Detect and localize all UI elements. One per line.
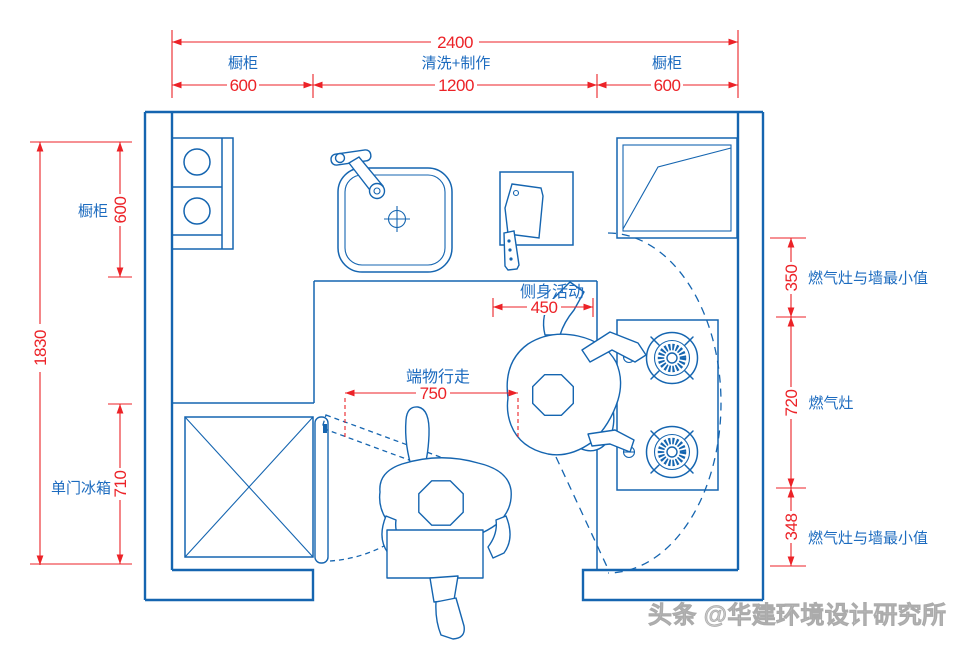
dim-top-1200: 1200 — [438, 76, 474, 95]
dim-2400: 2400 — [437, 33, 473, 52]
person-carrying-tray — [378, 406, 512, 640]
cook-arm-lower — [587, 429, 635, 453]
bottom-wall-left — [145, 568, 315, 602]
corner-cabinet — [616, 137, 738, 239]
right-wall — [736, 112, 765, 600]
dim-710: 710 — [111, 471, 130, 498]
upper-left-cabinet — [171, 137, 234, 250]
left-wall — [143, 112, 174, 600]
sink-inner — [344, 174, 446, 266]
fridge-door-closed — [314, 416, 329, 564]
dim-1830: 1830 — [31, 330, 50, 366]
sink — [330, 149, 453, 273]
dim-350: 350 — [782, 265, 801, 292]
cabinet-ring-1 — [183, 148, 211, 176]
watermark: 头条 @华建环境设计研究所 — [648, 601, 946, 629]
faucet-icon — [330, 149, 386, 200]
cutting-board — [499, 171, 574, 271]
walker-head — [418, 480, 464, 526]
dim-720: 720 — [782, 390, 801, 417]
tray — [386, 529, 484, 579]
cabinet-ring-2 — [183, 197, 211, 225]
label-stove-wall-min-bottom: 燃气灶与墙最小值 — [808, 529, 928, 547]
counter-outline — [171, 137, 598, 570]
dim-top-600b: 600 — [654, 76, 681, 95]
walker-right-arm — [487, 515, 511, 559]
burner-1 — [622, 331, 699, 385]
label-wash-prep: 清洗+制作 — [422, 55, 491, 72]
label-cabinet-top-left: 橱柜 — [228, 55, 258, 72]
dim-left-600: 600 — [111, 197, 130, 224]
door-swing-arc — [555, 232, 722, 574]
sink-outer — [337, 167, 453, 273]
cook-head — [532, 374, 574, 416]
gas-stove — [616, 319, 719, 491]
dim-450: 450 — [531, 298, 558, 317]
person-cooking — [506, 281, 647, 456]
label-cabinet-top-right: 橱柜 — [652, 55, 682, 72]
dim-750: 750 — [420, 384, 447, 403]
cleaver-icon — [503, 183, 544, 271]
dim-top-600a: 600 — [230, 76, 257, 95]
fridge — [184, 414, 463, 564]
label-stove-wall-min-top: 燃气灶与墙最小值 — [808, 269, 928, 287]
walker-front-leg — [404, 406, 430, 474]
cook-raised-arm — [542, 281, 585, 336]
burner-2 — [622, 425, 699, 479]
label-gas-stove: 燃气灶 — [808, 394, 853, 412]
label-single-door-fridge: 单门冰箱 — [51, 480, 111, 497]
label-cabinet-left: 橱柜 — [78, 203, 108, 220]
label-carry-walk: 端物行走 — [406, 368, 470, 386]
dim-348: 348 — [782, 514, 801, 541]
cook-arm-upper — [581, 331, 647, 363]
labels: 橱柜 清洗+制作 橱柜 橱柜 单门冰箱 燃气灶与墙最小值 燃气灶 燃气灶与墙最小… — [51, 55, 928, 547]
dimensions: 2400 600 1200 600 1830 600 710 350 720 3… — [30, 30, 806, 567]
sink-drain — [384, 206, 410, 232]
bottom-wall-right — [581, 568, 763, 602]
walker-foot — [435, 597, 465, 640]
label-side-activity: 侧身活动 — [520, 283, 584, 301]
floor-boundary — [172, 280, 598, 570]
